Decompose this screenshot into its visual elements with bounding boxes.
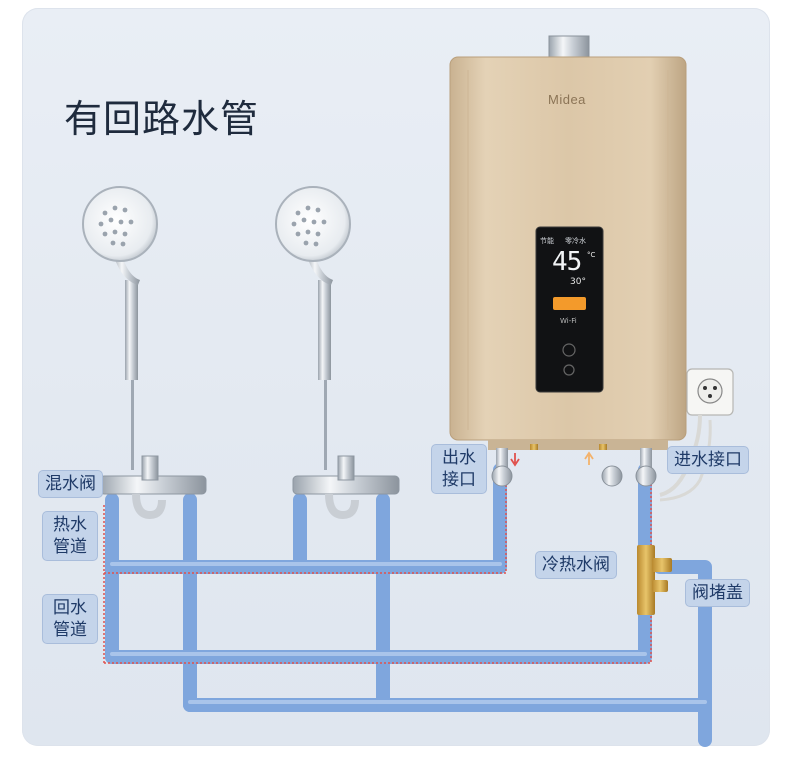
display-temperature: 45 bbox=[552, 247, 582, 277]
pipe-inner-highlights bbox=[110, 562, 707, 704]
label-hot-cold-valve: 冷热水阀 bbox=[535, 551, 617, 579]
label-mixing-valve-text: 混水阀 bbox=[45, 474, 96, 494]
red-hot-lines bbox=[103, 470, 652, 664]
shower-2 bbox=[275, 186, 400, 520]
label-hot-water-pipe-line1: 热水 bbox=[53, 515, 87, 535]
label-inlet: 进水接口 bbox=[667, 446, 749, 474]
page-title: 有回路水管 bbox=[64, 97, 260, 141]
label-mixing-valve: 混水阀 bbox=[38, 470, 103, 498]
water-heater bbox=[449, 35, 687, 487]
blue-pipes bbox=[105, 463, 712, 747]
label-valve-cap: 阀堵盖 bbox=[685, 579, 750, 607]
brand-logo: Midea bbox=[548, 92, 586, 107]
label-outlet-line2: 接口 bbox=[442, 470, 476, 490]
display-secondary: 30° bbox=[570, 277, 586, 287]
label-hot-water-pipe-line2: 管道 bbox=[53, 537, 87, 557]
label-return-pipe: 回水 管道 bbox=[42, 594, 98, 644]
label-return-pipe-line1: 回水 bbox=[53, 598, 87, 618]
label-outlet: 出水 接口 bbox=[431, 444, 487, 494]
display-wifi: Wi-Fi bbox=[560, 317, 577, 325]
label-inlet-text: 进水接口 bbox=[674, 450, 742, 470]
shower-1 bbox=[82, 186, 207, 520]
label-hot-cold-valve-text: 冷热水阀 bbox=[542, 555, 610, 575]
label-outlet-line1: 出水 bbox=[442, 448, 476, 468]
label-valve-cap-text: 阀堵盖 bbox=[692, 583, 743, 603]
display-temp-unit: °C bbox=[587, 251, 596, 259]
label-hot-water-pipe: 热水 管道 bbox=[42, 511, 98, 561]
label-return-pipe-line2: 管道 bbox=[53, 620, 87, 640]
display-left-caption: 节能 bbox=[540, 237, 554, 245]
display-right-caption: 零冷水 bbox=[565, 237, 586, 245]
brass-valve bbox=[637, 545, 672, 615]
